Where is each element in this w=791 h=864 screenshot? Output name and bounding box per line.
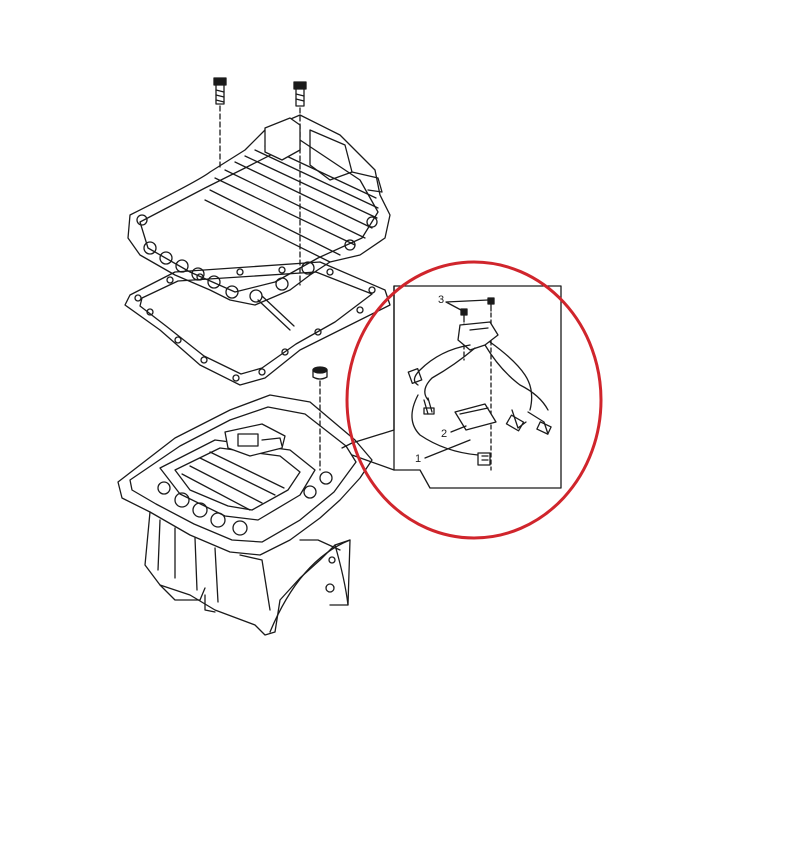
screw-right: [487, 297, 495, 471]
wiring-harness: [407, 297, 552, 471]
callout-item-1: 1: [415, 453, 421, 465]
callout-item-3: 3: [438, 294, 444, 306]
transmission-housing: [117, 394, 373, 636]
callout-item-2: 2: [441, 428, 447, 440]
plug-seal: [312, 366, 328, 471]
highlight-circle: [345, 260, 603, 540]
valve-body-cover: [127, 114, 391, 306]
detail-inset-frame: [341, 285, 562, 489]
cover-gasket: [124, 261, 391, 386]
mounting-bolt-left: [213, 77, 227, 171]
